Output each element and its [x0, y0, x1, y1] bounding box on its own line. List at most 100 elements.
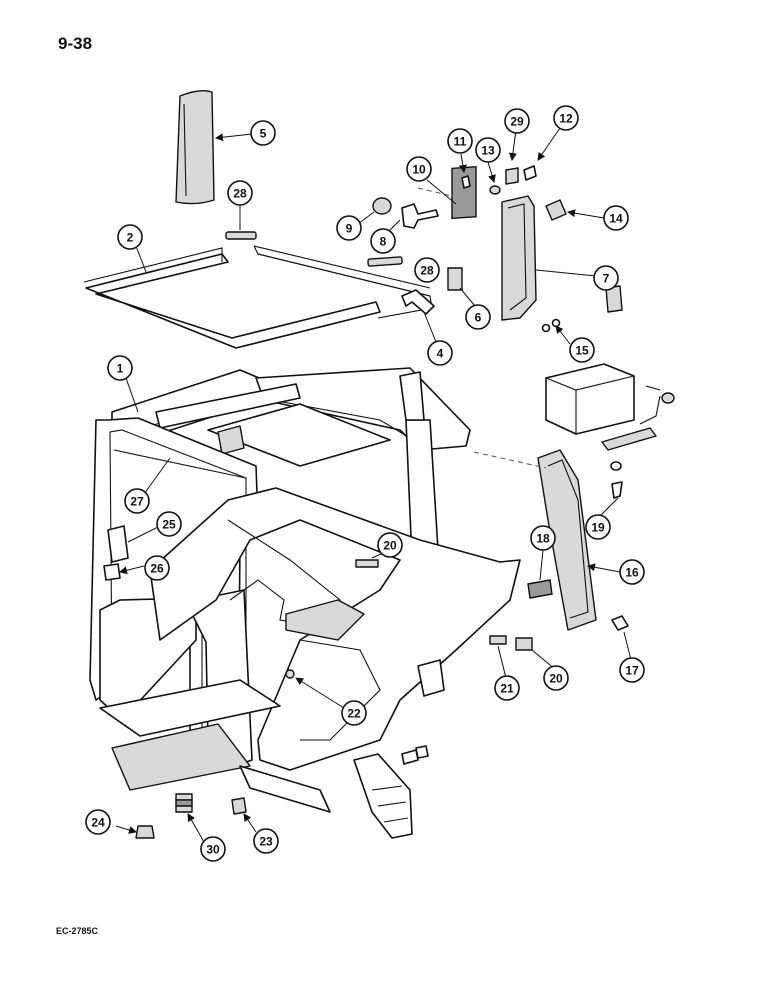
callout-20-cab: 20 — [377, 532, 403, 558]
callout-30: 30 — [200, 836, 226, 862]
part-15-nut-b — [551, 318, 561, 328]
part-2-roof-seal — [83, 245, 433, 349]
callout-14: 14 — [603, 205, 629, 231]
callout-1: 1 — [107, 355, 133, 381]
svg-text:11: 11 — [454, 135, 467, 149]
svg-text:16: 16 — [625, 566, 639, 580]
alignment-line-rear — [473, 451, 547, 469]
callout-7: 7 — [593, 265, 619, 291]
part-5-trim-panel — [175, 89, 215, 205]
svg-text:2: 2 — [127, 231, 134, 245]
callout-19: 19 — [585, 514, 611, 540]
callout-15: 15 — [569, 337, 595, 363]
callout-10: 10 — [406, 156, 432, 182]
svg-text:27: 27 — [130, 495, 144, 509]
callout-28-lower: 28 — [414, 257, 440, 283]
part-21-block — [489, 635, 507, 645]
part-1-cab-frame — [89, 367, 521, 839]
part-19-fastener — [611, 481, 623, 499]
svg-text:8: 8 — [380, 235, 387, 249]
callout-27: 27 — [124, 488, 150, 514]
callout-23: 23 — [253, 828, 279, 854]
part-28-strip-upper — [225, 231, 257, 240]
svg-text:28: 28 — [420, 264, 434, 278]
svg-text:17: 17 — [625, 664, 639, 678]
svg-text:5: 5 — [260, 127, 267, 141]
svg-text:29: 29 — [510, 115, 524, 129]
part-30-stack — [175, 793, 193, 813]
callout-2: 2 — [117, 224, 143, 250]
callout-16: 16 — [619, 559, 645, 585]
rear-box-assembly — [545, 363, 675, 451]
alignment-line-upper — [417, 187, 453, 197]
part-17-screw — [611, 615, 629, 631]
svg-text:22: 22 — [347, 707, 361, 721]
part-19-nut — [610, 461, 622, 471]
part-29-clip — [505, 167, 519, 185]
part-26-screw — [103, 563, 121, 581]
svg-text:20: 20 — [549, 672, 563, 686]
part-7-pillar-trim — [501, 195, 537, 321]
part-18-bracket — [527, 579, 553, 599]
svg-text:14: 14 — [609, 212, 623, 226]
callout-24: 24 — [85, 809, 111, 835]
part-8-stud — [401, 203, 439, 229]
svg-text:28: 28 — [233, 187, 247, 201]
svg-text:15: 15 — [575, 344, 589, 358]
part-27-seal-strip — [113, 449, 247, 479]
callout-13: 13 — [475, 137, 501, 163]
part-16-rear-trim — [537, 449, 597, 631]
callout-22: 22 — [341, 700, 367, 726]
part-20-block-cab — [355, 559, 379, 568]
svg-text:30: 30 — [206, 843, 220, 857]
part-23-cap — [231, 797, 247, 815]
callout-18: 18 — [530, 525, 556, 551]
svg-text:6: 6 — [475, 311, 482, 325]
callout-25: 25 — [156, 511, 182, 537]
part-9-bush — [372, 197, 392, 215]
callout-9: 9 — [336, 215, 362, 241]
svg-text:25: 25 — [162, 518, 176, 532]
svg-text:7: 7 — [603, 272, 610, 286]
part-22-plug — [285, 669, 295, 679]
part-28-strip-lower — [367, 256, 403, 267]
part-12-screw — [523, 165, 537, 181]
callout-8: 8 — [370, 228, 396, 254]
callout-6: 6 — [465, 304, 491, 330]
callout-29: 29 — [504, 108, 530, 134]
figure-code: EC-2785C — [56, 926, 99, 936]
part-13-washer — [489, 185, 501, 195]
part-11-screw — [461, 175, 471, 189]
part-14-bracket — [545, 199, 567, 221]
part-25-handle — [107, 525, 129, 563]
part-6-pad — [447, 267, 463, 291]
part-20-block-right — [515, 637, 533, 651]
svg-text:26: 26 — [150, 562, 164, 576]
svg-text:21: 21 — [500, 682, 514, 696]
callout-17: 17 — [619, 657, 645, 683]
svg-text:12: 12 — [559, 112, 573, 126]
part-4-corner — [401, 289, 435, 315]
svg-text:13: 13 — [481, 144, 495, 158]
svg-text:23: 23 — [259, 835, 273, 849]
svg-text:19: 19 — [591, 521, 605, 535]
callout-4: 4 — [427, 340, 453, 366]
part-15-nut-a — [541, 323, 551, 333]
svg-text:1: 1 — [117, 362, 124, 376]
page-number: 9-38 — [58, 34, 93, 53]
svg-text:20: 20 — [383, 539, 397, 553]
callout-5: 5 — [250, 120, 276, 146]
svg-text:18: 18 — [536, 532, 550, 546]
callout-11: 11 — [447, 128, 473, 154]
callout-20-right: 20 — [543, 665, 569, 691]
part-24-grommet — [135, 825, 155, 839]
svg-text:4: 4 — [437, 347, 444, 361]
callout-21: 21 — [494, 675, 520, 701]
callout-12: 12 — [553, 105, 579, 131]
svg-text:9: 9 — [346, 222, 353, 236]
part-10-plate — [451, 165, 477, 220]
callout-26: 26 — [144, 555, 170, 581]
callout-28-upper: 28 — [227, 180, 253, 206]
svg-text:10: 10 — [412, 163, 426, 177]
